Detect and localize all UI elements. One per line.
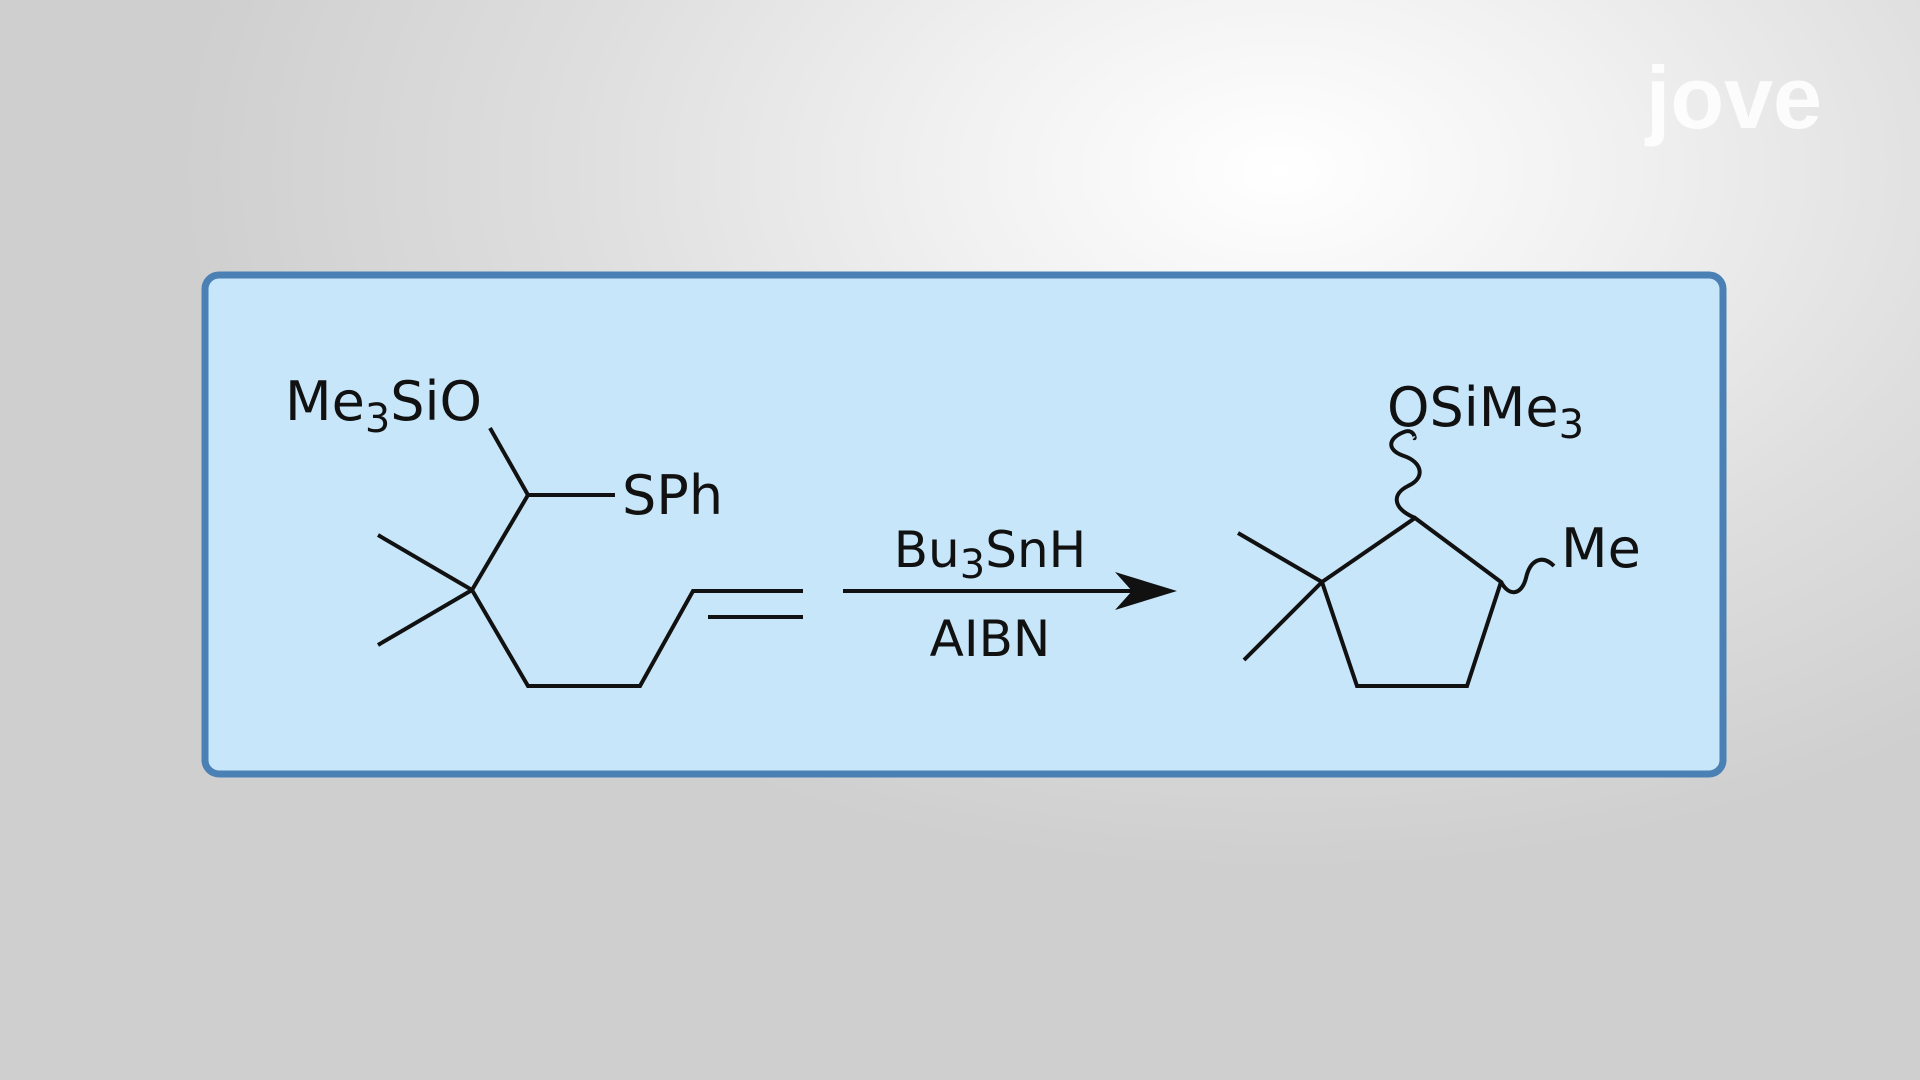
reactant-bond-methyl-upper	[376, 533, 474, 592]
reaction-panel	[201, 271, 1727, 778]
reactant-bond-methyl-lower	[376, 588, 474, 647]
reactant-oxy-label: Me3SiO	[285, 370, 482, 442]
product-wavy-bond-oxygen-visible	[1389, 429, 1422, 520]
reactant-bond-ch-to-oxygen	[488, 427, 530, 496]
product-bond-methyl-lower	[1242, 580, 1324, 662]
reactant-chain	[470, 588, 803, 688]
logo-text: jove	[1644, 48, 1822, 147]
reagent-aibn-label: AIBN	[930, 610, 1051, 668]
product-wavy-bond-methyl	[1499, 557, 1556, 594]
jove-logo: jove	[1644, 48, 1822, 147]
reaction-arrow-group: Bu3SnH AIBN	[843, 521, 1177, 668]
reagent-tin-hydride-label: Bu3SnH	[894, 521, 1086, 588]
product-methyl-label: Me	[1561, 517, 1641, 580]
reaction-arrow-head	[1115, 572, 1177, 610]
reactant-bond-quaternary-to-ch	[470, 493, 530, 592]
product-structure: OSiMe3 Me	[1236, 376, 1641, 688]
product-oxy-label: OSiMe3	[1387, 376, 1584, 448]
reactant-thio-label: SPh	[622, 464, 723, 527]
product-bond-methyl-upper	[1236, 531, 1324, 584]
reactant-structure: Me3SiO SPh	[285, 370, 803, 688]
product-cyclopentane-ring	[1319, 515, 1504, 688]
